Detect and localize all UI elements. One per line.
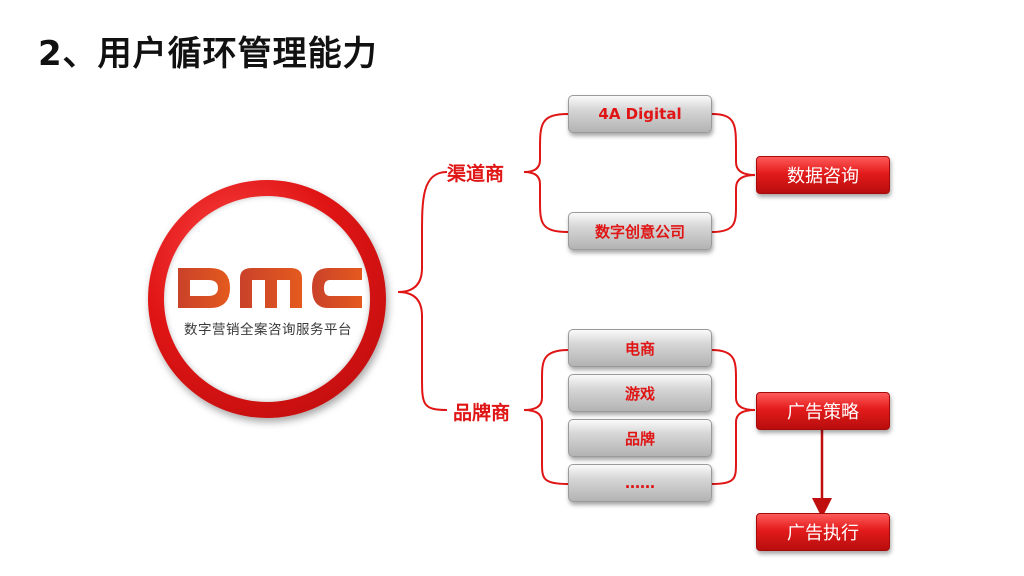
brand-item-brand: 品牌 xyxy=(568,419,712,457)
brand-brace-left xyxy=(523,349,569,485)
branch-label-brand: 品牌商 xyxy=(453,402,511,424)
brand-item-game: 游戏 xyxy=(568,374,712,412)
channel-item-creative-company: 数字创意公司 xyxy=(568,212,712,250)
brand-brace-right xyxy=(711,349,756,485)
channel-brace-right xyxy=(711,113,756,233)
dmc-logo-icon xyxy=(178,268,362,308)
brand-item-ecommerce: 电商 xyxy=(568,329,712,367)
result-data-consulting: 数据咨询 xyxy=(756,156,890,194)
brand-item-more: …… xyxy=(568,464,712,502)
main-brace xyxy=(397,171,448,411)
branch-label-channel: 渠道商 xyxy=(447,163,505,185)
channel-brace-left xyxy=(523,113,569,233)
result-ad-strategy: 广告策略 xyxy=(756,392,890,430)
channel-item-4a-digital: 4A Digital xyxy=(568,95,712,133)
result-ad-execution: 广告执行 xyxy=(756,513,890,551)
logo-subtitle: 数字营销全案咨询服务平台 xyxy=(184,322,352,338)
page-title: 2、用户循环管理能力 xyxy=(38,34,378,74)
